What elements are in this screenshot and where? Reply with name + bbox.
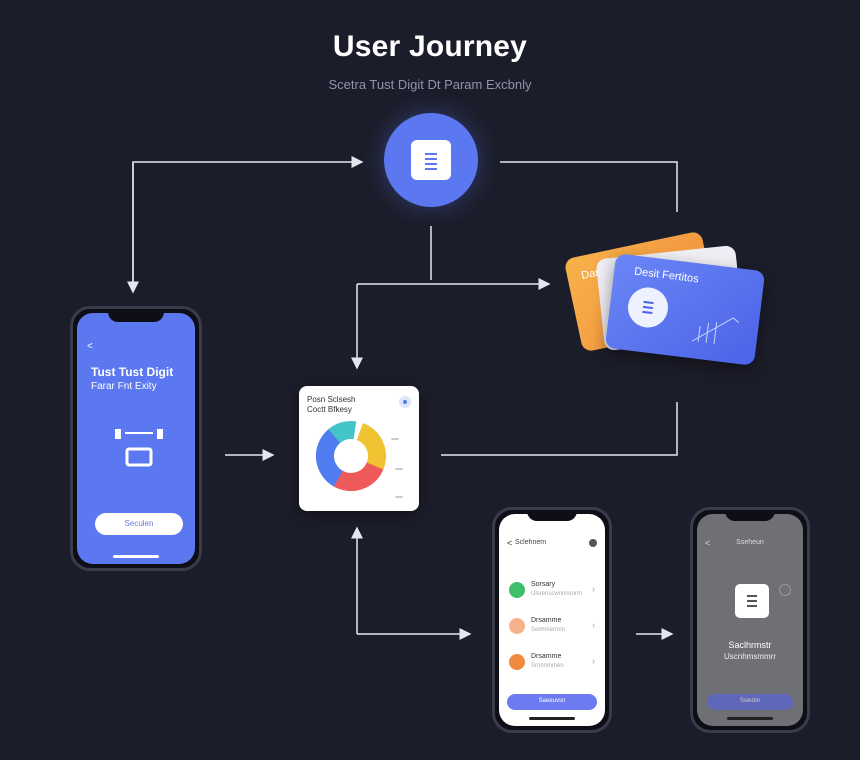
diagram-subtitle: Scetra Tust Digit Dt Param Excbnly (328, 77, 532, 92)
list-button-label: Saeeuvsn (538, 698, 566, 704)
confirm-line1: Saclhrmstr (728, 640, 772, 650)
list-primary-button[interactable]: Saeeuvsn (507, 694, 597, 710)
confirm-button-label: Sseubn (739, 698, 761, 704)
confirm-line2: Uscnhmsmmrr (724, 652, 776, 661)
confirm-screen: < Sseheun Saclhrmstr Uscnhmsmmrr Sseubn (697, 514, 803, 726)
onboarding-screen: < Tust Tust Digit Farar Fnt Exity Secule… (77, 313, 195, 564)
face-scan-icon (115, 429, 163, 467)
chevron-right-icon: › (592, 656, 595, 666)
list-item-title: Drsamme (531, 617, 562, 624)
list-back-glyph[interactable]: < (507, 538, 513, 548)
diagram-title: User Journey (332, 30, 528, 63)
home-indicator (727, 717, 773, 720)
list-item-subtitle: Srnonmmen (531, 663, 564, 669)
list-item-status-icon (509, 582, 525, 598)
onboarding-cta-label: Seculen (124, 519, 154, 528)
phone-notch (527, 510, 577, 521)
onboarding-subline: Farar Fnt Exity (91, 381, 157, 392)
chevron-right-icon: › (592, 620, 595, 630)
list-item-title: Drsamme (531, 653, 562, 660)
analytics-title-line2: Coctt Bfkesy (307, 405, 352, 414)
list-item-title: Sorsary (531, 581, 556, 588)
confirm-back-glyph[interactable]: < (705, 538, 711, 548)
analytics-settings-icon[interactable] (399, 396, 411, 408)
legend-tick-3 (395, 496, 403, 498)
cards-stack[interactable]: Darr Desit Fertitos (560, 222, 780, 372)
list-screen: < Sclehnem Sorsary Ulsrenscwnnnsnrm › Dr… (499, 514, 605, 726)
card-front-label: Desit Fertitos (633, 265, 700, 286)
hub-node[interactable] (384, 113, 478, 207)
list-item-status-icon (509, 654, 525, 670)
analytics-title-line1: Posn Sclsesh (307, 395, 356, 404)
onboarding-headline: Tust Tust Digit (91, 365, 174, 379)
list-item-subtitle: Ulsrenscwnnnsnrm (531, 591, 583, 597)
chevron-right-icon: › (592, 584, 595, 594)
home-indicator (113, 555, 159, 558)
onboarding-cta-button[interactable]: Seculen (95, 513, 183, 535)
list-item[interactable]: Drsamme Selmmernnn › (505, 612, 599, 642)
home-indicator (529, 717, 575, 720)
legend-tick-1 (391, 438, 399, 440)
list-phone[interactable]: < Sclehnem Sorsary Ulsrenscwnnnsnrm › Dr… (492, 507, 612, 733)
list-item-status-icon (509, 618, 525, 634)
onboarding-phone[interactable]: < Tust Tust Digit Farar Fnt Exity Secule… (70, 306, 202, 571)
donut-chart (316, 421, 386, 491)
confirm-doc-icon (735, 584, 769, 618)
legend-tick-2 (395, 468, 403, 470)
arrow-phone-to-hub (132, 156, 364, 292)
card-chip-lines (691, 317, 740, 344)
line-analytics-to-cards (441, 402, 678, 456)
list-item-subtitle: Selmmernnn (531, 627, 566, 633)
confirm-phone[interactable]: < Sseheun Saclhrmstr Uscnhmsmmrr Sseubn (690, 507, 810, 733)
analytics-card[interactable]: Posn Sclsesh Coctt Bfkesy (299, 386, 419, 511)
card-front-doc-icon (625, 285, 671, 330)
back-glyph[interactable]: < (87, 341, 93, 352)
phone-notch (108, 309, 164, 322)
phone-notch (725, 510, 775, 521)
confirm-side-icon (779, 584, 791, 596)
confirm-button[interactable]: Sseubn (707, 694, 793, 710)
list-item[interactable]: Drsamme Srnonmmen › (505, 648, 599, 678)
confirm-header-label: Sseheun (736, 539, 764, 546)
document-icon (411, 140, 451, 180)
line-hub-right (500, 161, 678, 212)
list-item[interactable]: Sorsary Ulsrenscwnnnsnrm › (505, 576, 599, 606)
list-menu-icon[interactable] (589, 539, 597, 547)
card-front-blue: Desit Fertitos (604, 253, 766, 366)
list-header-label: Sclehnem (515, 539, 547, 546)
